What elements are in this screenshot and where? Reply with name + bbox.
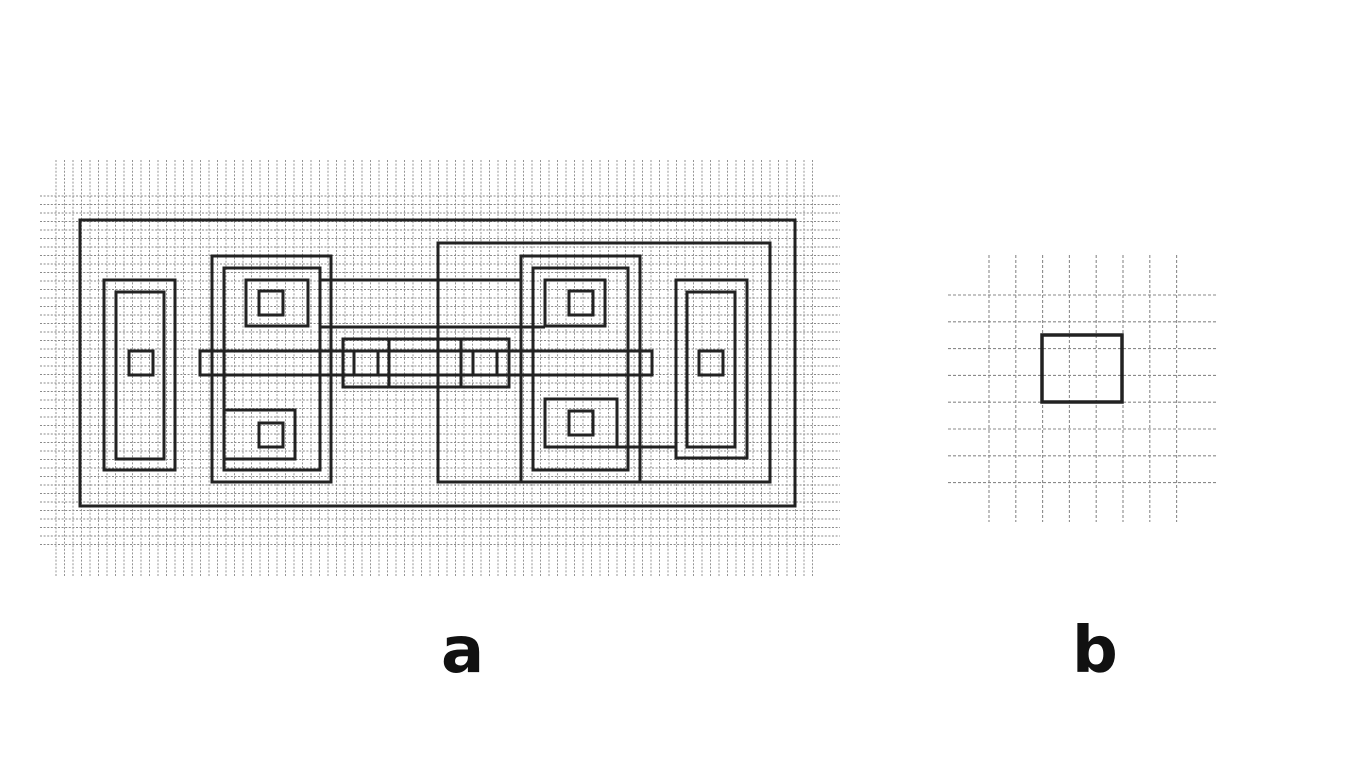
layout-rect-left-column-outer (102, 278, 177, 472)
layout-rect-lower-right-pad (543, 397, 619, 449)
layout-rect-top-left-pad (244, 278, 310, 328)
layout-rect-outer-frame (78, 218, 797, 508)
layout-rect-left-block-outer (210, 254, 333, 484)
panel-b-grid (948, 255, 1216, 522)
panel-b-rectangle (1040, 333, 1124, 404)
layout-rect-center-pad-1 (341, 337, 391, 389)
panel-a-layout (40, 160, 840, 577)
panel-a-shapes (78, 218, 797, 508)
panel-b-label: b (1072, 614, 1118, 688)
layout-rect-contact-lower-right (567, 409, 595, 437)
layout-rect-right-column-outer (674, 278, 749, 460)
layout-rect-contact-center-2 (471, 349, 499, 377)
layout-rect-left-column-inner (114, 290, 166, 461)
layout-rect-right-column-inner (685, 290, 737, 449)
layout-rect-left-block-inner (222, 266, 322, 472)
layout-rect-contact-right (697, 349, 725, 377)
layout-rect-right-block-outer (519, 254, 642, 484)
layout-rect-contact-top-left (257, 289, 285, 317)
layout-rect-center-pad-3 (459, 337, 511, 389)
layout-rect-contact-top-right (567, 289, 595, 317)
layout-rect-contact-lower-left (257, 421, 285, 449)
panel-a-grid (40, 160, 840, 577)
layout-rect-contact-center-1 (352, 349, 380, 377)
layout-rect-top-right-pad (543, 278, 607, 328)
panel-b-layout (948, 255, 1216, 522)
layout-rect-right-block-inner (531, 266, 630, 472)
layout-rect-center-pad-2 (387, 337, 463, 389)
layout-rect-horizontal-bar (198, 349, 654, 377)
panel-a-label: a (441, 614, 485, 688)
layout-rect-contact-left (127, 349, 155, 377)
layout-rect-lower-left-pad (222, 408, 297, 461)
